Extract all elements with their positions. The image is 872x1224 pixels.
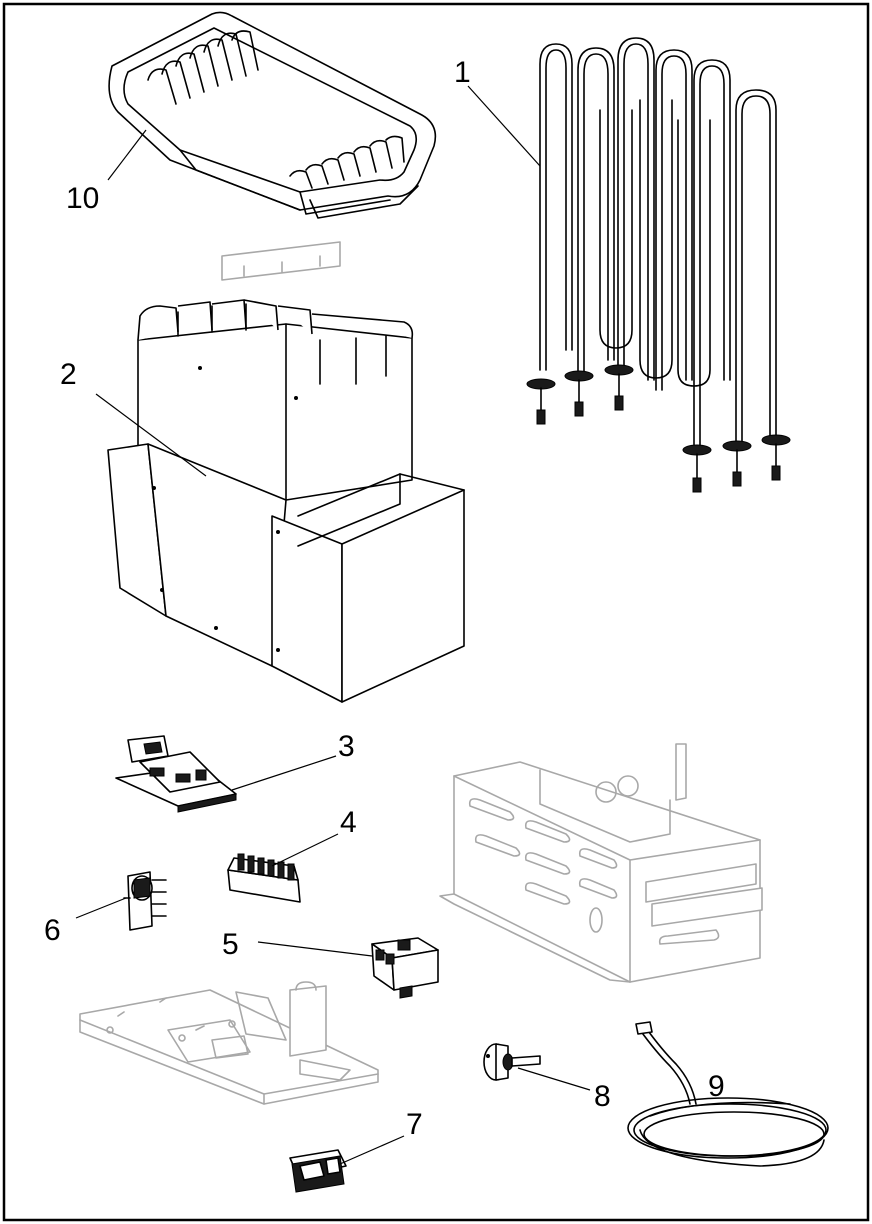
part-6-rotary-switch	[123, 871, 167, 931]
callout-6: 6	[44, 914, 61, 947]
element-terminals	[526, 364, 791, 493]
part-10-stone-tray	[108, 11, 437, 219]
control-box-ghost	[439, 743, 763, 983]
callout-1: 1	[454, 56, 471, 89]
tray-ribs-back	[147, 30, 259, 105]
callout-8: 8	[594, 1080, 611, 1113]
part-4-terminal-block	[227, 853, 301, 903]
spacer-plate	[221, 241, 341, 281]
part-7-rocker-switch	[289, 1149, 347, 1193]
callout-9: 9	[708, 1070, 725, 1103]
part-9-temperature-sensor-cable	[627, 1021, 829, 1167]
part-8-control-knob	[483, 1043, 541, 1081]
callout-labels: 1 2 3 4 5 6 7 8 9 10	[44, 56, 725, 1141]
part-3-circuit-board	[115, 735, 237, 813]
callout-3: 3	[338, 730, 355, 763]
callout-4: 4	[340, 806, 357, 839]
leader-lines	[75, 85, 591, 1165]
tray-ribs-front	[289, 135, 405, 189]
part-2-heater-housing	[107, 299, 465, 703]
callout-2: 2	[60, 358, 77, 391]
part-5-contactor	[371, 937, 439, 999]
callout-7: 7	[406, 1108, 423, 1141]
mounting-plate-ghost	[79, 981, 379, 1105]
part-1-heating-elements	[526, 37, 791, 493]
callout-5: 5	[222, 928, 239, 961]
callout-10: 10	[66, 182, 99, 215]
